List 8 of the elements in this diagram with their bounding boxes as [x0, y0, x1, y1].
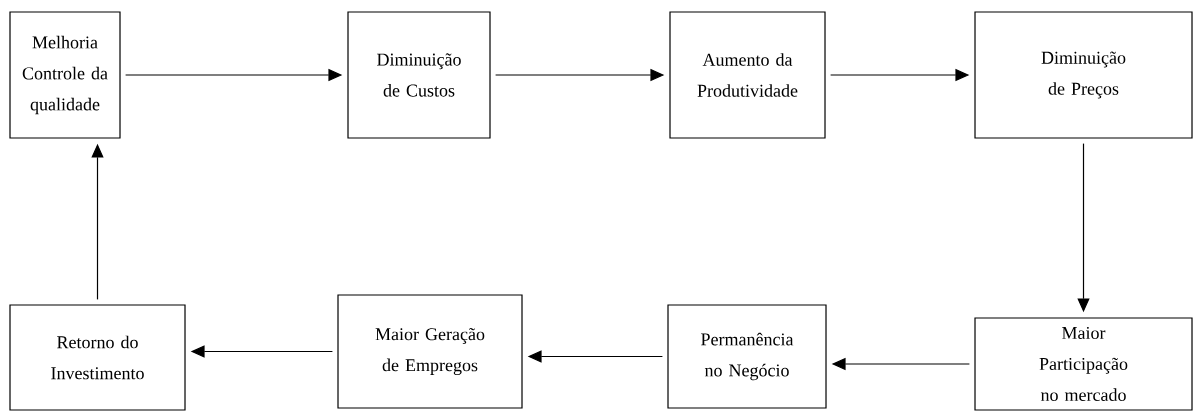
process-box: Melhoria Controle da qualidade — [9, 11, 121, 139]
process-box: Maior Geração de Empregos — [337, 294, 523, 409]
process-box: Diminuição de Preços — [974, 11, 1193, 139]
process-box: Retorno do Investimento — [9, 304, 186, 411]
process-box: Maior Participação no mercado — [974, 317, 1193, 411]
process-box: Aumento da Produtividade — [669, 11, 826, 139]
process-box: Diminuição de Custos — [347, 11, 491, 139]
process-box: Permanência no Negócio — [667, 304, 827, 409]
